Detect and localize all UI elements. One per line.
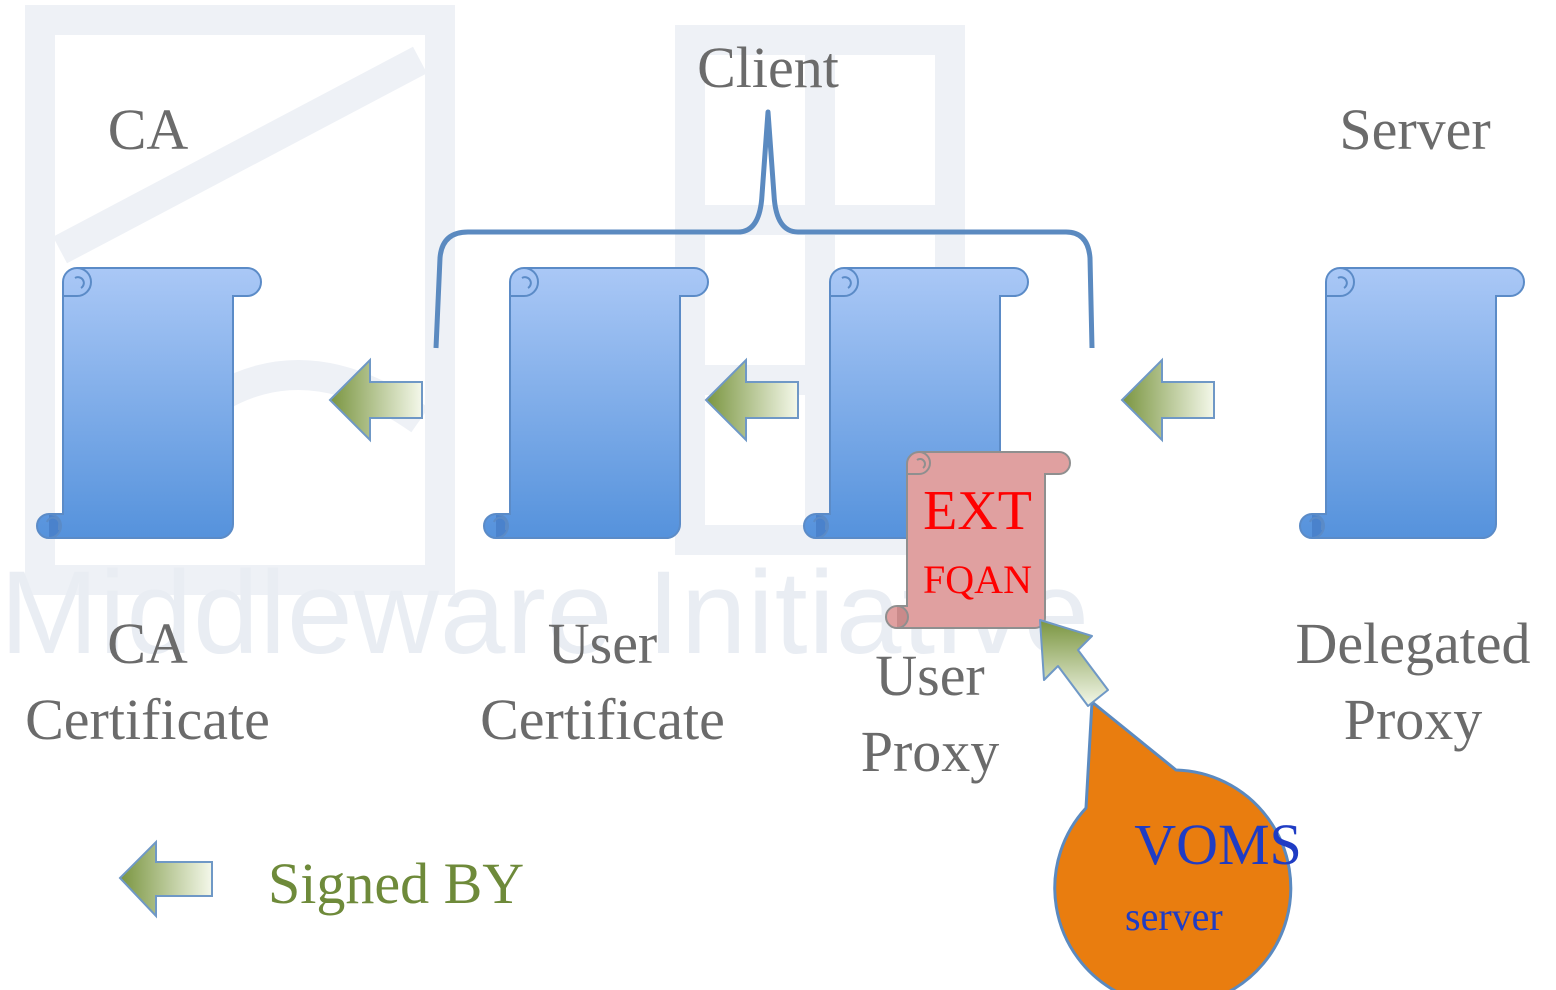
voms-server-label: server (1125, 894, 1223, 939)
client-bracket (433, 109, 1095, 349)
fqan-label: FQAN (923, 557, 1032, 602)
ca-certificate-scroll-icon (36, 267, 262, 539)
ca-certificate-label: CA Certificate (25, 611, 270, 752)
user-certificate-scroll-icon (483, 267, 709, 539)
signed-by-arrow-icon (704, 357, 799, 443)
voms-server-callout (1053, 700, 1293, 990)
legend-arrow-icon (118, 839, 213, 919)
ca-heading-label: CA (107, 97, 189, 162)
delegated-proxy-label: Delegated Proxy (1295, 611, 1531, 752)
ext-label: EXT (923, 480, 1032, 542)
server-heading-label: Server (1339, 97, 1491, 162)
voms-up-arrow-icon (1039, 619, 1109, 707)
extension-scroll-icon (885, 451, 1071, 629)
user-proxy-label: User Proxy (860, 643, 1000, 784)
client-label: Client (697, 35, 839, 100)
user-certificate-label: User Certificate (480, 611, 725, 752)
signed-by-arrow-icon (1120, 357, 1215, 443)
signed-by-arrow-icon (328, 357, 423, 443)
delegated-proxy-scroll-icon (1299, 267, 1525, 539)
legend-label: Signed BY (268, 851, 525, 916)
voms-label: VOMS (1134, 812, 1302, 877)
